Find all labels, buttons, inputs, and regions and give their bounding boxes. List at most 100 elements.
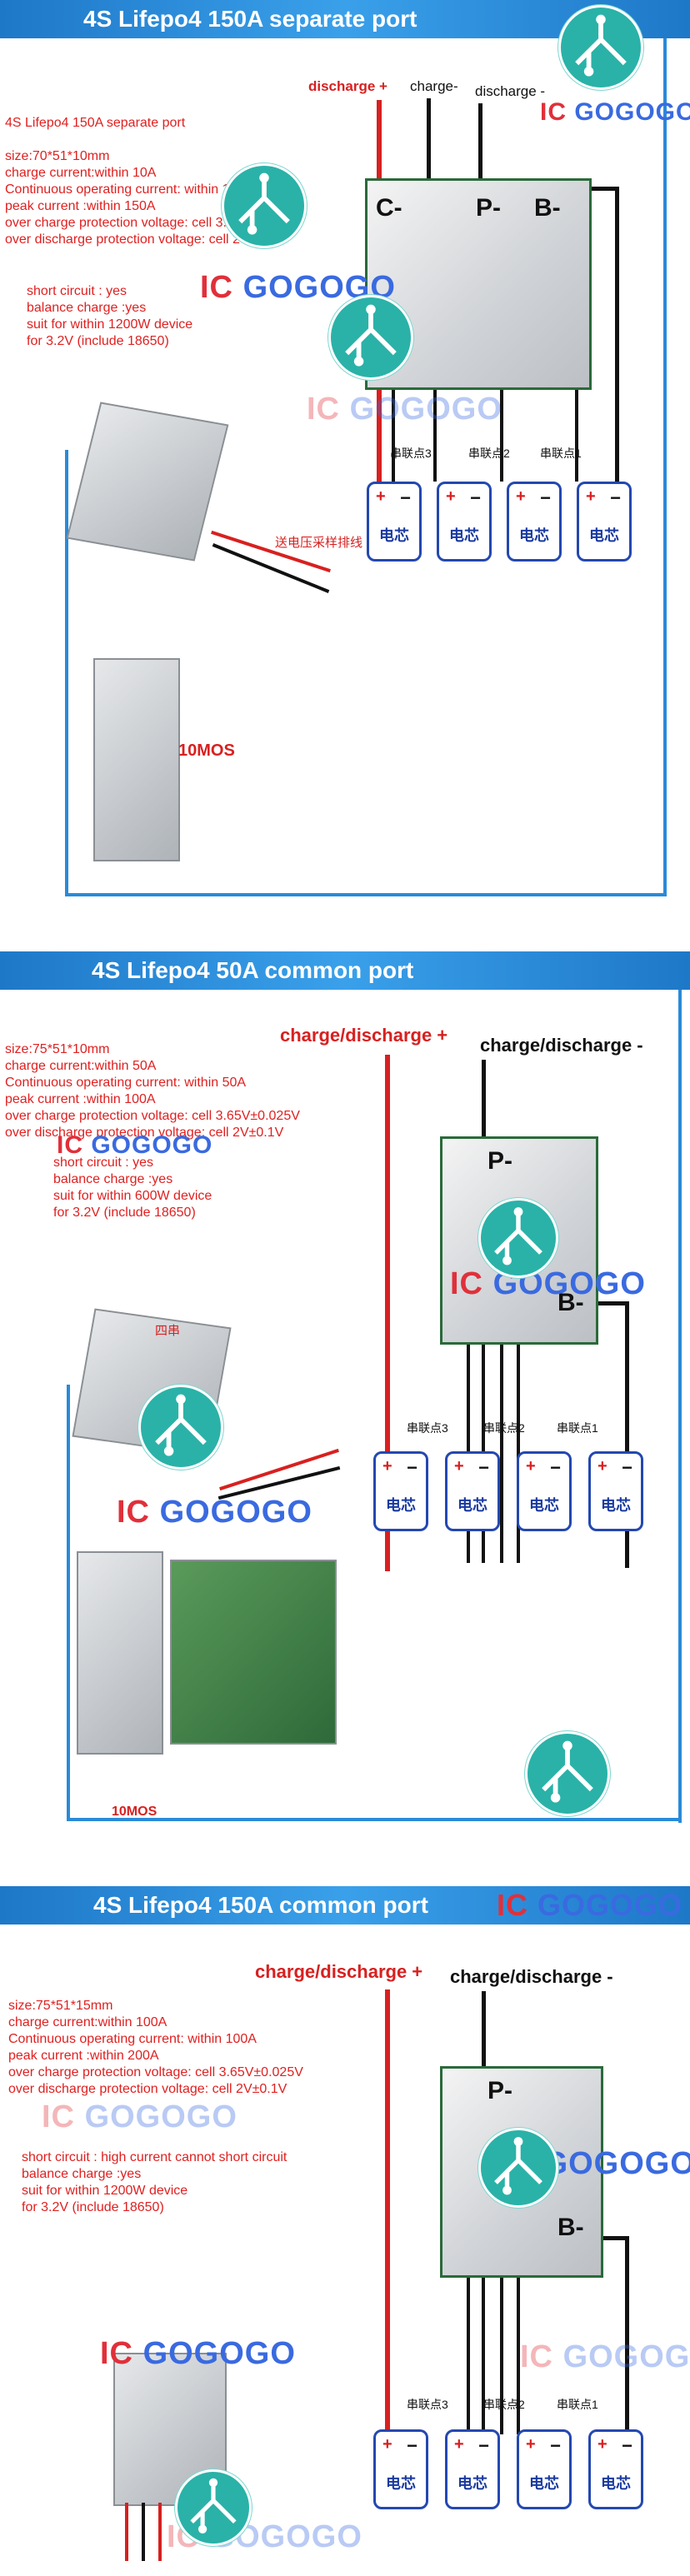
- balance-wire: [467, 2278, 470, 2434]
- battery-cell: +−电芯: [517, 1451, 572, 1531]
- logo-circle-icon: [558, 5, 643, 90]
- section-3-specs: size:75*51*15mm charge current:within 10…: [8, 1998, 303, 2098]
- wire-charge-neg: [427, 98, 431, 182]
- node-label: 串联点3: [390, 447, 432, 460]
- watermark: IC GOGOGO: [497, 1888, 683, 1922]
- neg-label: charge/discharge -: [450, 1966, 613, 1987]
- balance-wire: [433, 390, 437, 482]
- battery-cell: +−电芯: [437, 482, 492, 562]
- spec-line: over charge protection voltage: cell 3.6…: [5, 1109, 300, 1123]
- product-photo-pcb: [170, 1560, 337, 1745]
- battery-cell: +−电芯: [445, 2429, 500, 2509]
- battery-cell: +−电芯: [373, 2429, 428, 2509]
- section-2-title: 4S Lifepo4 50A common port: [92, 957, 414, 983]
- frame-line: [663, 38, 667, 896]
- board-label-p: P-: [488, 2077, 512, 2104]
- wire-positive: [385, 1055, 390, 1571]
- spec-line: over discharge protection voltage: cell …: [5, 1126, 284, 1140]
- spec-line: Continuous operating current: within 50A: [5, 1076, 247, 1090]
- spec-line: peak current :within 150A: [5, 199, 156, 213]
- balance-wire: [500, 1345, 503, 1563]
- product-photo-side: [77, 1551, 163, 1755]
- spec-line: over discharge protection voltage: cell …: [8, 2082, 288, 2096]
- wire-b-neg: [575, 1301, 627, 1305]
- mos-label: 10MOS: [178, 741, 235, 760]
- node-label: 串联点1: [557, 2398, 598, 2411]
- watermark: IC GOGOGO: [42, 2099, 238, 2134]
- spec-line: peak current :within 200A: [8, 2049, 159, 2063]
- spec-line: peak current :within 100A: [5, 1092, 156, 1106]
- logo-circle-icon: [478, 2128, 558, 2208]
- frame-line: [678, 990, 682, 1823]
- wire-discharge-neg: [478, 103, 482, 182]
- photo-wire: [158, 2503, 162, 2561]
- battery-cell: +−电芯: [588, 2429, 643, 2509]
- discharge-neg-label: discharge -: [475, 83, 546, 99]
- logo-circle-icon: [175, 2469, 252, 2546]
- logo-circle-icon: [138, 1385, 223, 1470]
- board-label-p: P-: [476, 194, 501, 222]
- board-label-p: P-: [488, 1147, 512, 1175]
- section-3-title: 4S Lifepo4 150A common port: [93, 1892, 428, 1918]
- battery-cell: +−电芯: [373, 1451, 428, 1531]
- spec-line: for 3.2V (include 18650): [27, 334, 169, 348]
- section-3-specs-2: short circuit : high current cannot shor…: [22, 2149, 287, 2216]
- spec-line: suit for within 1200W device: [22, 2184, 188, 2198]
- neg-label: charge/discharge -: [480, 1035, 643, 1056]
- node-label: 串联点1: [557, 1421, 598, 1435]
- spec-line: short circuit : high current cannot shor…: [22, 2150, 288, 2164]
- section-2-specs: size:75*51*10mm charge current:within 50…: [5, 1041, 300, 1141]
- watermark: IC GOGOGO: [117, 1495, 312, 1530]
- battery-cell: +−电芯: [507, 482, 562, 562]
- photo-wire: [125, 2503, 128, 2561]
- bms-board: C- P- B-: [365, 178, 592, 390]
- balance-wire: [482, 2278, 485, 2434]
- section-1-specs-2: short circuit : yes balance charge :yes …: [27, 283, 192, 350]
- wire-b-neg: [625, 2236, 629, 2436]
- battery-cell: +−电芯: [577, 482, 632, 562]
- frame-line: [67, 1818, 682, 1821]
- watermark: IC GOGOGO: [520, 2339, 690, 2374]
- spec-line: [5, 132, 300, 148]
- logo-circle-icon: [525, 1731, 610, 1816]
- board-label-b: B-: [534, 194, 561, 222]
- product-photo-side: [93, 658, 180, 861]
- photo-wire: [142, 2503, 145, 2561]
- node-label: 串联点3: [407, 1421, 448, 1435]
- section-1-specs: 4S Lifepo4 150A separate port size:70*51…: [5, 115, 300, 248]
- spec-line: for 3.2V (include 18650): [22, 2200, 164, 2214]
- spec-line: suit for within 600W device: [53, 1189, 212, 1203]
- spec-line: Continuous operating current: within 100…: [8, 2032, 257, 2046]
- frame-line: [65, 450, 68, 896]
- watermark: IC GOGOGO: [540, 98, 690, 126]
- spec-line: short circuit : yes: [27, 284, 128, 298]
- frame-line: [67, 1385, 70, 1821]
- spec-line: 4S Lifepo4 150A separate port: [5, 116, 186, 130]
- battery-cell: +−电芯: [517, 2429, 572, 2509]
- frame-line: [67, 893, 667, 896]
- product-photo: [66, 402, 229, 562]
- spec-line: for 3.2V (include 18650): [53, 1206, 196, 1220]
- mos-label: 10MOS: [112, 1805, 158, 1819]
- node-label: 串联点2: [483, 2398, 525, 2411]
- wire-b-neg: [615, 187, 619, 487]
- spec-line: size:70*51*10mm: [5, 149, 110, 163]
- board-label-b: B-: [558, 1289, 584, 1316]
- balance-wire: [500, 2278, 503, 2434]
- battery-cell: +−电芯: [588, 1451, 643, 1531]
- wire-b-neg: [575, 187, 617, 191]
- spec-line: balance charge :yes: [27, 301, 147, 315]
- spec-line: over charge protection voltage: cell 3.6…: [8, 2065, 303, 2079]
- sampling-caption: 送电压采样排线: [275, 536, 363, 550]
- spec-line: charge current:within 100A: [8, 2015, 168, 2029]
- section-1-title: 4S Lifepo4 150A separate port: [83, 6, 418, 32]
- spec-line: charge current:within 50A: [5, 1059, 157, 1073]
- section-3: 4S Lifepo4 150A common port IC GOGOGO ch…: [0, 1886, 690, 2576]
- wire-negative: [482, 1060, 486, 1143]
- logo-circle-icon: [222, 163, 307, 248]
- battery-cell: +−电芯: [445, 1451, 500, 1531]
- spec-line: size:75*51*15mm: [8, 1999, 113, 2013]
- section-1: 4S Lifepo4 150A separate port 4S Lifepo4…: [0, 0, 690, 908]
- spec-line: size:75*51*10mm: [5, 1042, 110, 1056]
- pos-label: charge/discharge +: [280, 1025, 448, 1046]
